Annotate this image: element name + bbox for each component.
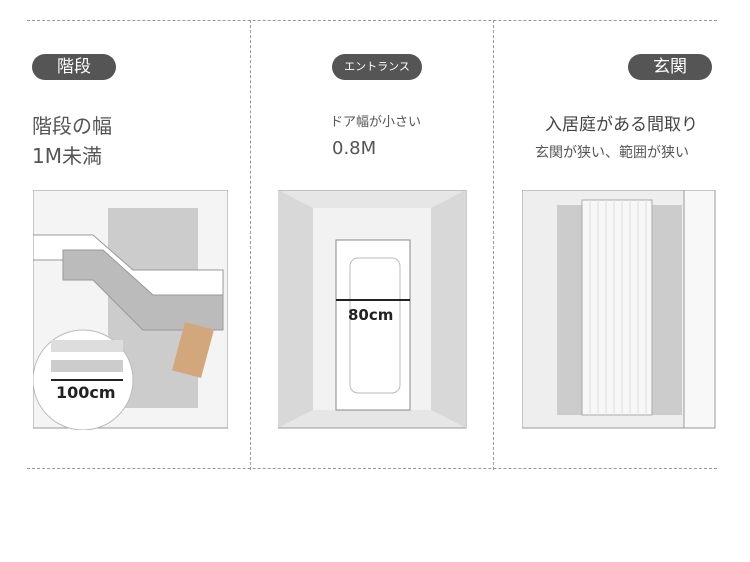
partition-illustration: [522, 190, 716, 429]
door-illustration: [278, 190, 467, 429]
stairs-subtitle: 1M未満: [32, 144, 102, 168]
divider: [493, 20, 494, 470]
genkan-subtitle: 玄関が狭い、範囲が狭い: [535, 145, 689, 161]
divider: [250, 20, 251, 470]
entrance-title: ドア幅が小さい: [330, 115, 422, 130]
entrance-subtitle: 0.8M: [332, 138, 377, 159]
stairs-tag: 階段: [32, 54, 116, 80]
entrance-tag: エントランス: [332, 54, 422, 80]
bottom-divider: [27, 468, 717, 469]
genkan-title: 入居庭がある間取り: [545, 115, 698, 135]
stairs-illustration: [33, 190, 228, 430]
top-divider: [27, 20, 717, 21]
genkan-tag: 玄関: [628, 54, 712, 80]
stairs-title: 階段の幅: [32, 114, 112, 138]
door-measure: 80cm: [348, 306, 394, 324]
stairs-measure: 100cm: [56, 383, 116, 402]
